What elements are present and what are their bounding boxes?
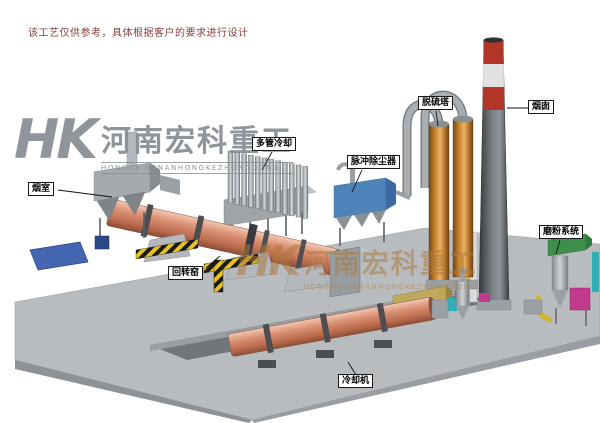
label-pulse-dust-collector: 脉冲除尘器 [347,155,401,170]
cooling-machine-unit [228,296,449,368]
desulfurization-towers [402,90,479,290]
kiln-head-hood [329,246,366,298]
label-chimney: 烟囱 [528,100,555,115]
leader-lines [57,107,561,376]
disclaimer-text: 该工艺仅供参考，具体根据客户的要求进行设计 [28,28,249,39]
label-smoke-chamber: 烟室 [28,182,55,197]
water-pool [29,241,89,271]
kiln-supports [135,233,329,293]
label-multi-tube-cooling: 多管冷却 [252,137,297,152]
label-rotary-kiln: 回转窑 [168,266,204,281]
chimney [464,37,512,311]
pulse-dust-collector [333,162,411,246]
smoke-chamber-unit [93,131,180,250]
label-grinding-system: 磨粉系统 [539,225,584,240]
label-desulfurization-tower: 脱硫塔 [418,96,454,111]
label-cooling-machine: 冷却机 [338,374,374,389]
